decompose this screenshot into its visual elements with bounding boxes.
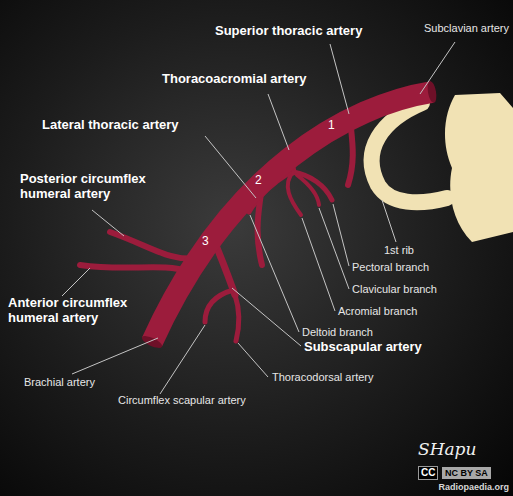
axillary-artery xyxy=(152,92,432,342)
vertebra xyxy=(445,93,513,242)
vessel-label: Thoracoacromial artery xyxy=(162,72,307,87)
branch-label: Acromial branch xyxy=(338,305,417,318)
first-rib xyxy=(372,103,447,202)
leader-lines xyxy=(62,42,455,394)
callout-number: 3 xyxy=(202,235,209,249)
vessel-label: Circumflex scapular artery xyxy=(118,394,246,407)
license-badge: NC BY SA xyxy=(442,467,491,479)
license-badge: CC xyxy=(418,466,438,480)
artery-end xyxy=(140,334,163,351)
vessel-label: Lateral thoracic artery xyxy=(42,118,179,133)
watermark: Radiopaedia.org xyxy=(438,482,509,492)
vessel-label: Thoracodorsal artery xyxy=(272,371,374,384)
artery-end xyxy=(426,80,438,103)
signature: SHapu xyxy=(418,440,476,460)
vessel-label: Anterior circumflex humeral artery xyxy=(8,296,128,326)
bone-label: 1st rib xyxy=(384,244,414,257)
vessel-label: Brachial artery xyxy=(24,376,95,389)
vessel-label: Subclavian artery xyxy=(424,22,509,35)
vessel-label: Posterior circumflex humeral artery xyxy=(20,172,150,202)
branch-label: Clavicular branch xyxy=(352,283,437,296)
branch-label: Deltoid branch xyxy=(302,326,373,339)
callout-number: 2 xyxy=(255,174,262,188)
callout-number: 1 xyxy=(328,119,335,133)
branch-label: Pectoral branch xyxy=(352,261,429,274)
vessel-label: Superior thoracic artery xyxy=(215,24,362,39)
vessel-label: Subscapular artery xyxy=(304,340,422,355)
